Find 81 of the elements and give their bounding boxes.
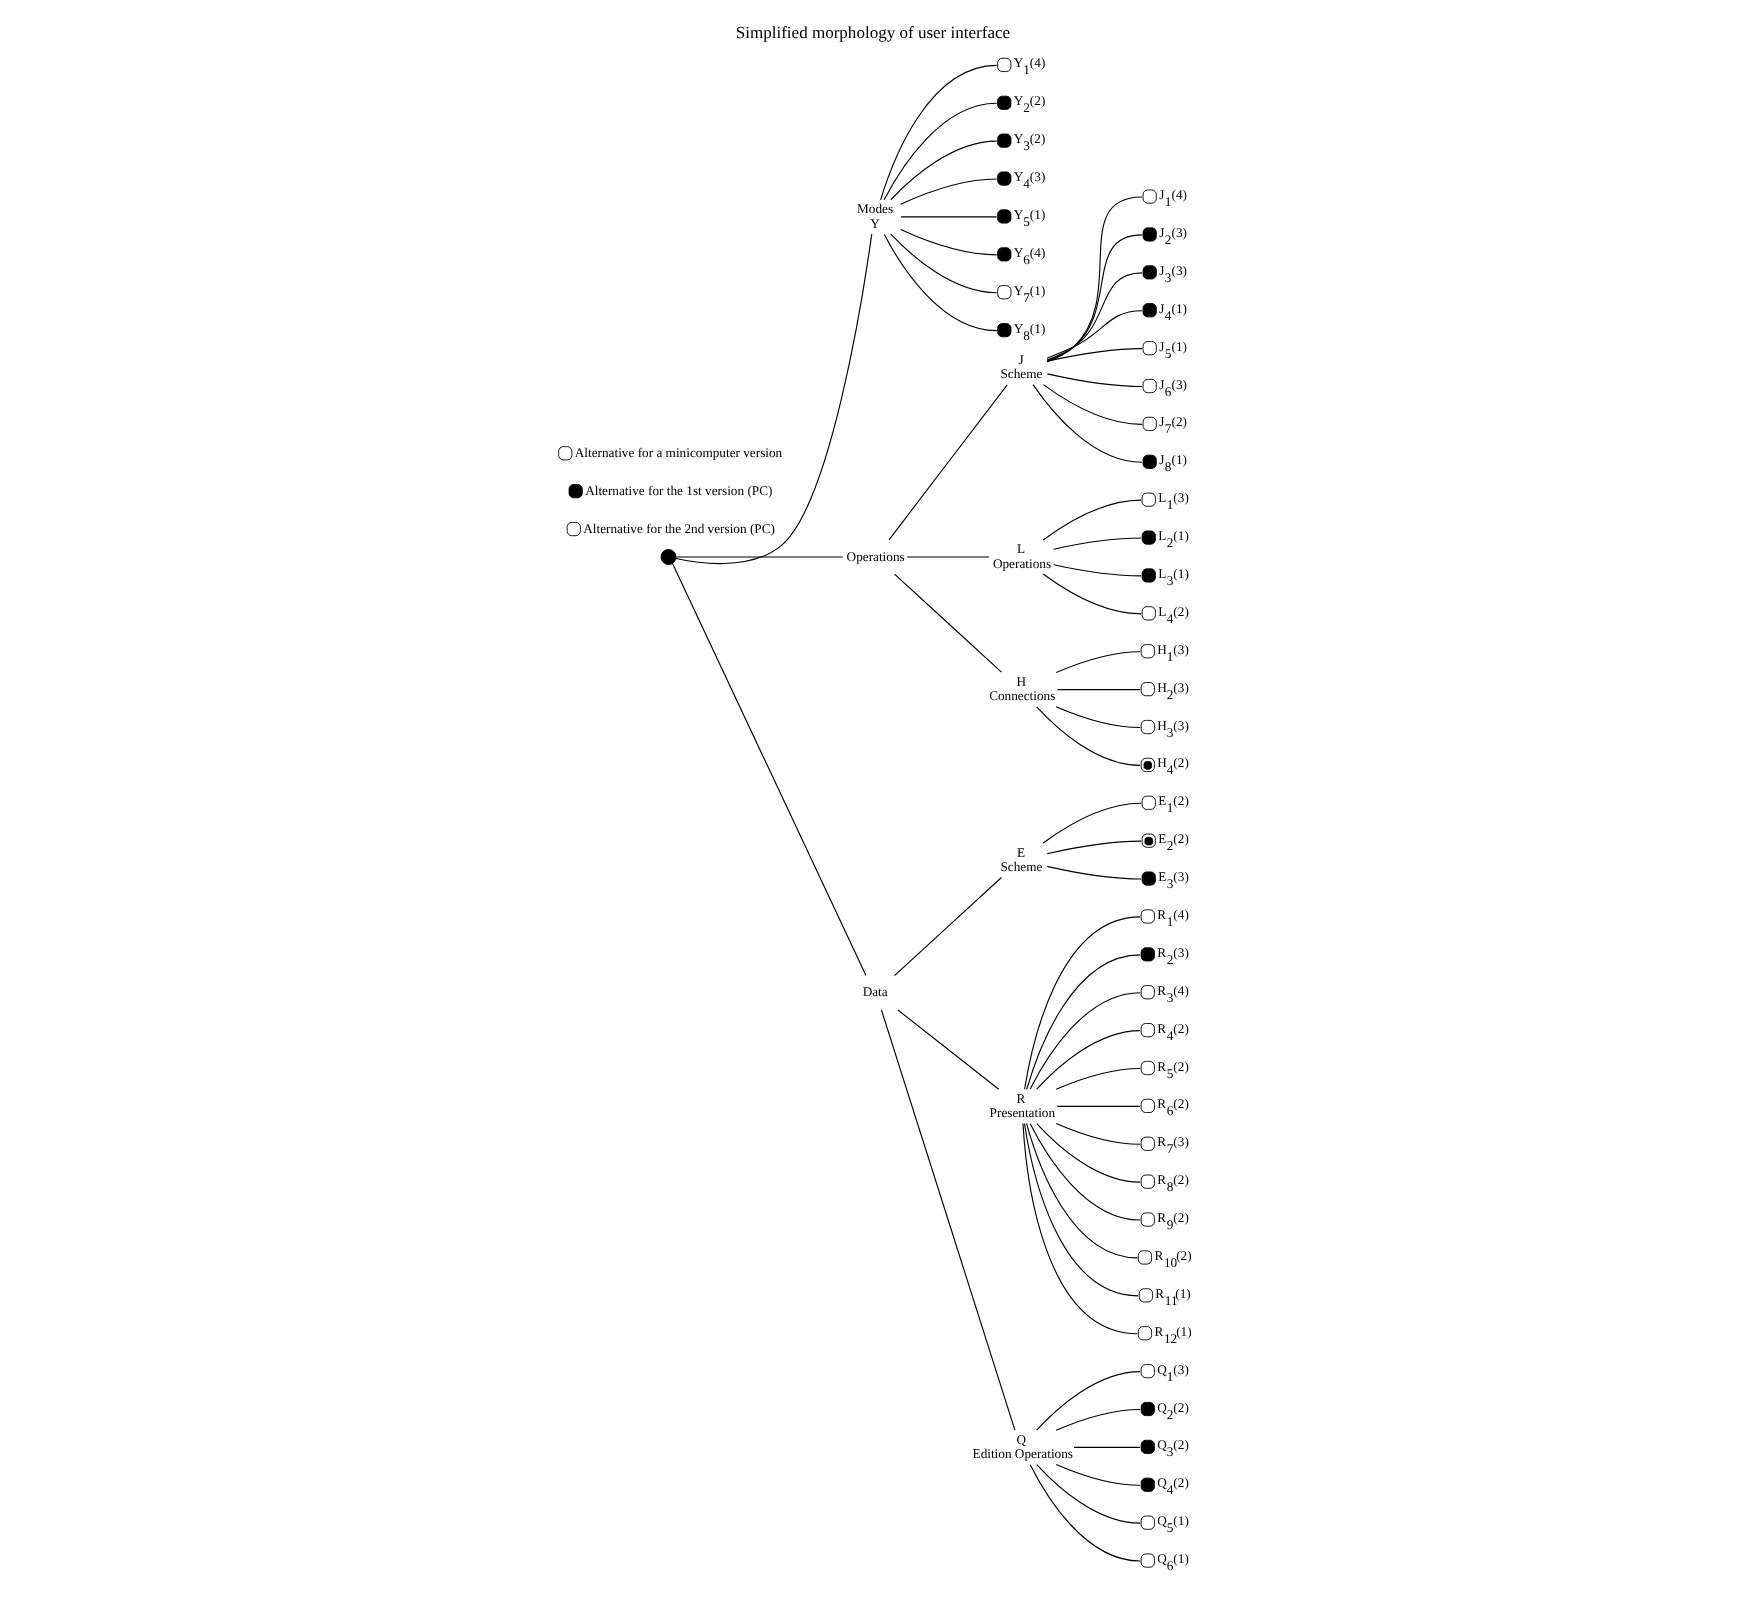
- node-circle: [1140, 985, 1155, 1000]
- connector: [1042, 499, 1142, 541]
- connector: [675, 556, 844, 558]
- node-circle: [1137, 1326, 1153, 1341]
- node-ring: [1141, 492, 1156, 507]
- connector: [1026, 954, 1141, 1090]
- node-ring: [1140, 644, 1155, 659]
- connector: [675, 233, 873, 565]
- node-circle: [660, 549, 677, 565]
- connector: [1022, 1122, 1138, 1335]
- connector: [1036, 706, 1141, 766]
- connector: [1053, 564, 1142, 577]
- node-ring: [1140, 719, 1155, 735]
- node-circle: [1140, 1023, 1155, 1038]
- connector: [1042, 384, 1143, 425]
- node-ring: [1140, 909, 1155, 924]
- connector: [1056, 1105, 1141, 1107]
- node-circle: [1140, 1212, 1155, 1227]
- connector: [893, 573, 1002, 673]
- connector: [1024, 916, 1141, 1090]
- node-circle: [1142, 378, 1157, 394]
- connector: [880, 64, 998, 201]
- connector: [1036, 1123, 1141, 1183]
- connector: [1046, 310, 1143, 359]
- connector: [900, 216, 998, 218]
- connector: [883, 102, 998, 201]
- connector: [900, 178, 998, 205]
- connector: [1055, 1408, 1141, 1431]
- node-circle: [1140, 1136, 1155, 1151]
- connector: [890, 233, 998, 294]
- connector: [671, 562, 867, 977]
- diagram-title: Simplified morphology of user interface: [735, 22, 1011, 43]
- node-circle: [997, 285, 1012, 300]
- connector: [1029, 1464, 1141, 1562]
- connector: [1053, 537, 1142, 550]
- connector: [880, 1009, 1016, 1431]
- node-ring: [997, 57, 1012, 72]
- node-circle: [1140, 1098, 1155, 1113]
- node-circle: [1140, 1174, 1155, 1189]
- connector: [1046, 865, 1142, 880]
- node-ring: [1142, 189, 1157, 204]
- connector: [1036, 1371, 1141, 1431]
- connector: [890, 140, 998, 201]
- connector: [893, 876, 1002, 977]
- connector: [1029, 992, 1141, 1090]
- node-circle: [1140, 1553, 1155, 1568]
- connector: [883, 233, 998, 332]
- node-circle: [1140, 1060, 1155, 1076]
- connector: [1023, 1122, 1139, 1297]
- connector: [1046, 348, 1143, 362]
- connector: [1046, 234, 1143, 362]
- connector: [1046, 196, 1143, 363]
- connector: [1032, 384, 1143, 463]
- connector: [1046, 840, 1142, 855]
- connector: [1055, 706, 1141, 729]
- connector: [1036, 1030, 1141, 1090]
- connector: [1036, 1464, 1141, 1524]
- connector: [1046, 272, 1143, 361]
- node-circle: [1140, 1515, 1155, 1530]
- connector: [900, 229, 998, 256]
- connector: [1042, 573, 1142, 615]
- connector: [888, 384, 1008, 541]
- connector: [1046, 373, 1143, 388]
- node-ring: [1140, 1364, 1155, 1379]
- node-circle: [1141, 606, 1156, 621]
- connector: [1029, 1123, 1141, 1221]
- connector: [1055, 1122, 1141, 1145]
- connector: [1056, 689, 1141, 691]
- connector: [1055, 1067, 1141, 1090]
- node-circle: [1137, 1250, 1153, 1265]
- connector: [897, 1009, 1000, 1090]
- connector: [1042, 802, 1142, 844]
- connector: [1025, 1122, 1138, 1259]
- node-ring: [1141, 795, 1156, 810]
- connector: [1073, 1446, 1141, 1448]
- node-circle: [1138, 1288, 1153, 1303]
- node-circle: [1142, 416, 1157, 431]
- node-circle: [1142, 341, 1157, 356]
- node-ring: [1140, 682, 1155, 697]
- connector: [1055, 651, 1141, 674]
- connector: [1055, 1463, 1141, 1486]
